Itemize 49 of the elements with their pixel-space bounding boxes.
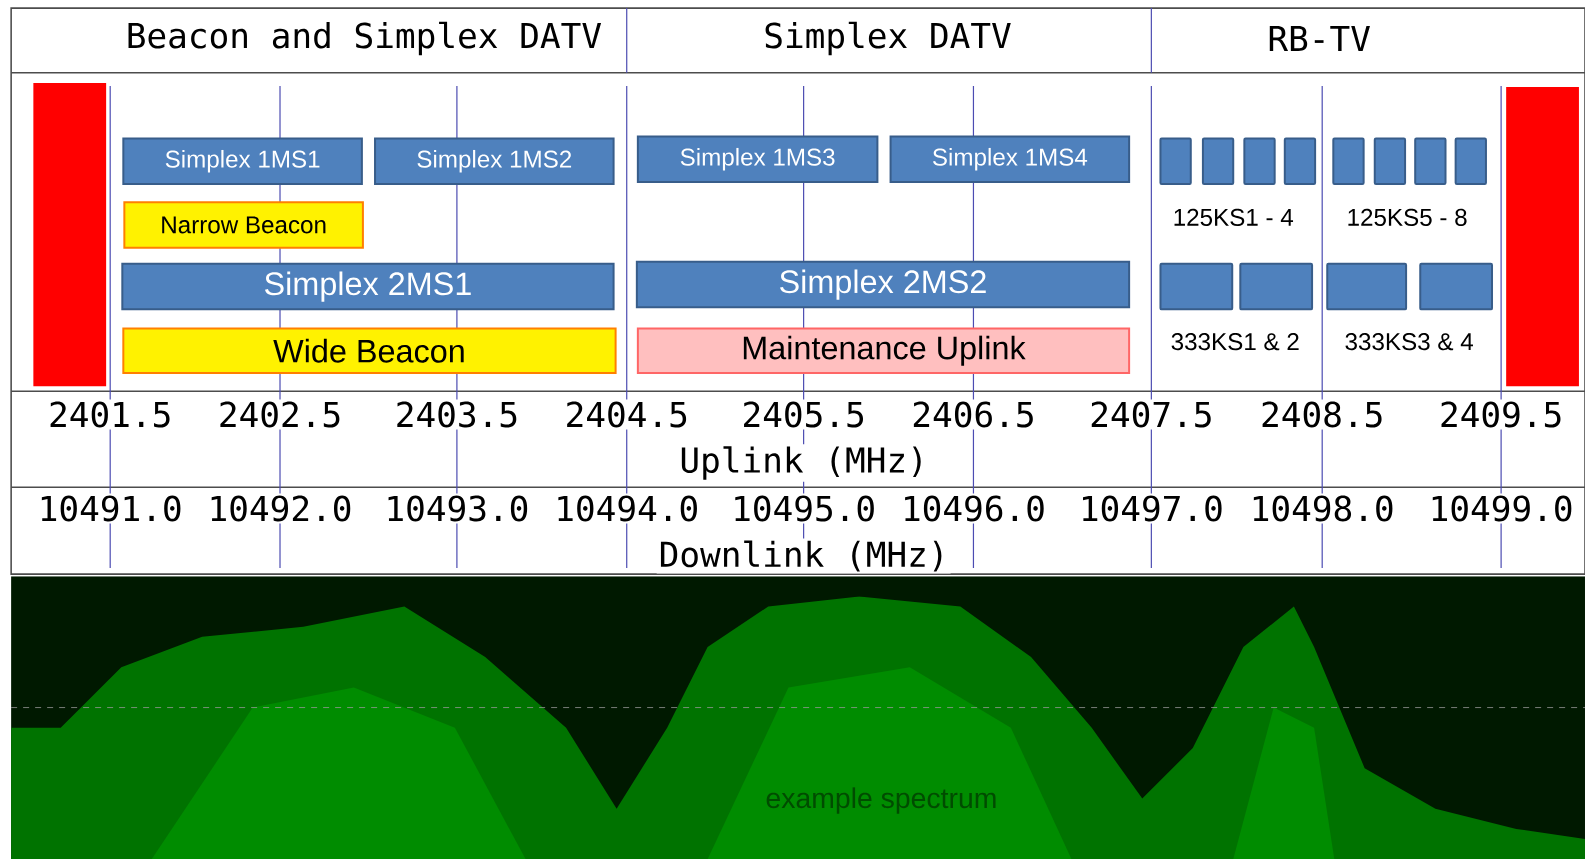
tick-label: 10492.0: [205, 493, 355, 524]
channel-label: 333KS3 & 4: [1342, 331, 1476, 353]
tick-label: 10496.0: [898, 493, 1048, 524]
column-header: Beacon and Simplex DATV: [123, 19, 605, 58]
channel-box: [1454, 137, 1487, 185]
tick-label: 2402.5: [215, 399, 345, 430]
channel-box: [1239, 262, 1314, 311]
tick-label: 2407.5: [1087, 399, 1216, 430]
picture-caption: example spectrum: [766, 787, 996, 814]
tick-label: 10497.0: [1076, 493, 1226, 524]
channel-box: [1419, 262, 1493, 311]
channel-box: [1373, 137, 1407, 185]
axis-title: Downlink (MHz): [656, 538, 951, 574]
channel-box: [1414, 137, 1447, 185]
channel-box: [1332, 137, 1365, 185]
channel-box: Simplex 2MS2: [635, 260, 1131, 309]
channel-label: 333KS1 & 2: [1168, 331, 1302, 353]
tick-label: 2405.5: [739, 399, 868, 430]
channel-box: Simplex 1MS2: [374, 137, 615, 185]
band-edge-bar: [33, 82, 107, 387]
axis-title: Uplink (MHz): [677, 444, 930, 482]
column-header: Simplex DATV: [761, 19, 1014, 58]
tick-label: 10494.0: [552, 493, 702, 524]
tick-label: 2401.5: [46, 399, 175, 430]
channel-box: Narrow Beacon: [123, 201, 364, 249]
channel-box: [1159, 137, 1192, 185]
column-header: RB-TV: [1265, 23, 1373, 53]
channel-box: Simplex 2MS1: [121, 262, 615, 311]
channel-box: Wide Beacon: [122, 327, 617, 374]
tick-label: 2403.5: [392, 399, 522, 430]
tick-label: 10495.0: [729, 493, 879, 524]
tick-label: 10491.0: [35, 493, 185, 524]
band-edge-bar: [1506, 86, 1579, 387]
channel-box: Maintenance Uplink: [636, 327, 1131, 374]
channel-box: [1283, 137, 1317, 185]
tick-label: 2404.5: [562, 399, 691, 430]
channel-box: [1326, 262, 1408, 311]
channel-box: [1159, 262, 1234, 311]
channel-box: Simplex 1MS3: [636, 135, 879, 183]
channel-box: Simplex 1MS4: [889, 135, 1131, 183]
channel-box: [1201, 137, 1235, 185]
tick-label: 10493.0: [382, 493, 532, 524]
tick-label: 2408.5: [1258, 399, 1387, 430]
tick-label: 10499.0: [1426, 493, 1576, 524]
tick-label: 2409.5: [1437, 399, 1566, 430]
channel-box: Simplex 1MS1: [122, 137, 363, 185]
channel-box: [1243, 137, 1276, 185]
tick-label: 2406.5: [909, 399, 1038, 430]
tick-label: 10498.0: [1247, 493, 1397, 524]
